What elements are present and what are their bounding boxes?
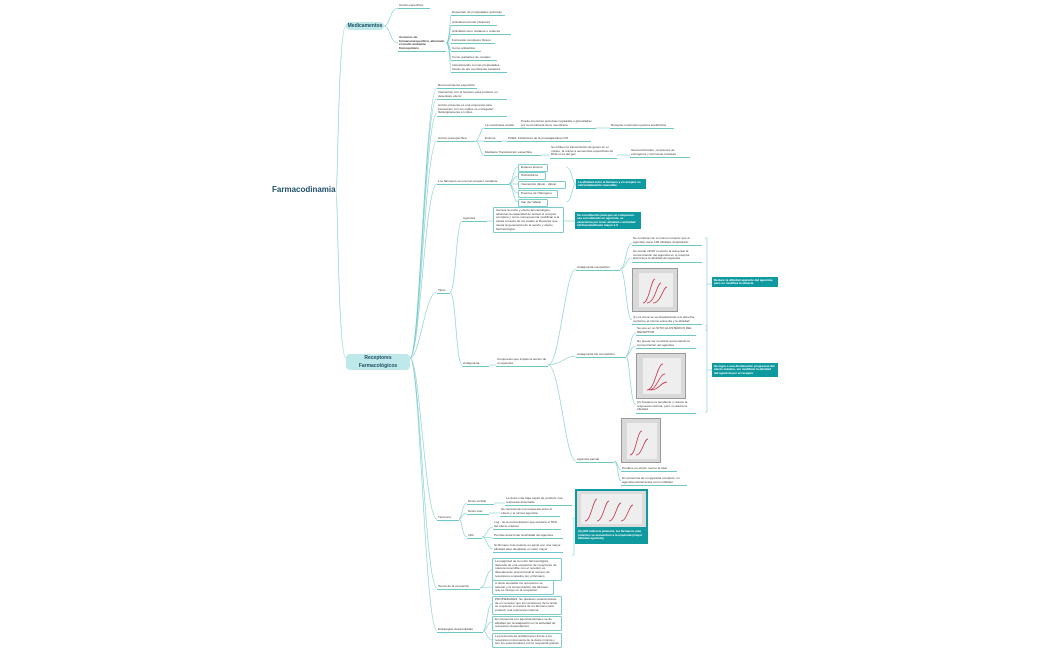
node-competitivo[interactable]: Antagonista competitivo — [576, 265, 620, 272]
node-competitivo-note[interactable]: Reduce la afinidad aparente del agonista… — [712, 277, 778, 288]
node-med-item-0[interactable]: Dependen de propiedades químicas — [451, 10, 505, 17]
pd2-graph-container: (3) pD2 indica la potencia, los fármacos… — [575, 489, 648, 544]
node-med-item-1[interactable]: Actividad osmolar (diuresis) — [451, 20, 497, 27]
node-pd2-note: (3) pD2 indica la potencia, los fármacos… — [578, 529, 643, 541]
node-med-item-6[interactable]: Interactuando con las propiedades física… — [451, 63, 507, 73]
node-agonista-text[interactable]: Genera la unión y efecto farmacológico, … — [493, 207, 564, 234]
graph-image-parcial — [621, 418, 661, 463]
node-competitivo-item-1[interactable]: Se puede inhibir el efecto al aumentar l… — [632, 249, 702, 263]
node-enzima[interactable]: Enzima — [484, 136, 502, 143]
node-tipos[interactable]: Tipos — [437, 288, 450, 295]
node-union-item-2[interactable]: Interacción dipolo - dipolo — [518, 181, 566, 189]
node-estrategias-item-0[interactable]: PROPIEDADES: Se plantean características… — [492, 596, 562, 615]
node-no-competitivo-item-2[interactable]: (2) Sostiene la pendiente y reduce la re… — [636, 400, 696, 414]
node-teoria-item-1[interactable]: A dosis elevadas los receptores se satur… — [492, 580, 554, 596]
node-no-competitivo-item-0[interactable]: Se une en un SITIO ALOSTÉRICO DEL RECEPT… — [636, 326, 696, 336]
node-union-item-4[interactable]: Van der Waals — [518, 199, 548, 207]
node-no-competitivo-note[interactable]: Se logra o una disminución progresiva de… — [712, 363, 778, 377]
node-interaccion[interactable]: Interacción con el fármaco para producir… — [437, 90, 507, 100]
node-union-note[interactable]: La afinidad entre el fármaco y el recept… — [576, 179, 646, 190]
node-dosis-max[interactable]: Dosis máx — [467, 509, 489, 516]
node-pd2-item-0[interactable]: Log - de la concentración que produce el… — [493, 520, 561, 530]
node-parcial-item-0[interactable]: Produce un efecto menor al total — [621, 466, 677, 473]
node-transduccion[interactable]: Mediante Transducción específica — [484, 150, 541, 157]
node-accion-enzima[interactable]: Acción presente es una respuesta para in… — [437, 103, 507, 117]
main-branch-medicamentos[interactable]: Medicamentos — [346, 22, 384, 30]
node-enzima-text[interactable]: PGE2: inhibidores de la prostaglandina G… — [507, 136, 591, 143]
node-dosis-max-text[interactable]: Se representa una respuesta entre el efe… — [500, 507, 560, 517]
node-dosis-umbral-text[interactable]: La dosis más baja capaz de producir una … — [505, 496, 572, 506]
node-pd2-item-1[interactable]: Permite determinar la afinidad del agoni… — [493, 533, 563, 540]
node-union[interactable]: Los fármacos se unen al receptor mediant… — [437, 179, 509, 186]
node-membrana-text[interactable]: Puede encontrar proteínas reguladas o gl… — [520, 119, 596, 129]
node-accion-especifica[interactable]: Acción específica — [398, 3, 430, 10]
node-union-item-0[interactable]: Enlaces iónicos — [518, 164, 548, 172]
node-agonista-parcial[interactable]: Agonista parcial — [576, 457, 614, 464]
node-antagonista-text[interactable]: Compuesto que impide la acción de un ago… — [496, 357, 548, 367]
node-med-item-5[interactable]: Como quelantes de metales — [451, 55, 497, 62]
node-accion-inespecifica[interactable]: Acciones de farmacoinespecífica, alteran… — [398, 35, 446, 53]
node-accion-preespecifica[interactable]: Acción preespecífica — [437, 136, 475, 143]
graph-image-pd2 — [577, 491, 646, 527]
node-no-competitivo-item-1[interactable]: No puede ser revertido aumentando la con… — [636, 339, 696, 349]
node-agonista[interactable]: Agonista — [462, 216, 487, 223]
node-union-item-1[interactable]: Hidrofóbicos — [518, 172, 546, 180]
node-no-competitivo[interactable]: Antagonista No competitivo — [576, 352, 626, 359]
node-med-item-4[interactable]: Como antiácidos — [451, 46, 481, 53]
node-teoria[interactable]: Teoría de la ocupación — [437, 584, 480, 591]
node-transduccion-sub[interactable]: Glucocorticoides, receptores de estrógen… — [630, 148, 690, 158]
node-reconocimiento[interactable]: Reconocimiento específico — [437, 83, 477, 90]
node-membrana[interactable]: La membrana celular — [484, 123, 521, 130]
main-branch-receptores[interactable]: Receptores Farmacológicos — [346, 354, 410, 370]
node-med-item-3[interactable]: Formando complejos físicos — [451, 38, 495, 45]
node-competitivo-item-0[interactable]: Se combina con el mismo receptor que el … — [632, 236, 702, 246]
node-competitivo-item-2[interactable]: (1) La curva se va desplazando a la dere… — [632, 315, 702, 325]
node-antagonista[interactable]: Antagonista — [462, 361, 489, 368]
node-med-item-2[interactable]: Actividad como oxidante o reductor — [451, 29, 511, 36]
node-dosis-umbral[interactable]: Dosis umbral — [467, 499, 494, 506]
node-estrategias[interactable]: Estrategias desarrolladas — [437, 627, 483, 634]
node-pd2-item-2[interactable]: Si fármaco más potente es aquel con una … — [493, 543, 563, 553]
node-parcial-item-1[interactable]: En presencia de un agonista completo, un… — [621, 476, 687, 486]
node-estrategias-item-2[interactable]: La presencia de antífármacos frente a lo… — [492, 633, 562, 649]
node-estrategias-item-1[interactable]: En presencia con agonista fármaco se de … — [492, 616, 562, 632]
graph-image-no-competitivo — [636, 353, 686, 399]
node-teoria-item-0[interactable]: La magnitud de la unión farmacológica de… — [492, 558, 562, 581]
node-terminos[interactable]: Términos — [437, 515, 459, 522]
node-membrana-sub[interactable]: Receptor ionotrópico para la acetilcolin… — [610, 123, 674, 130]
node-union-item-3[interactable]: Puentes de Hidrógeno — [518, 190, 558, 198]
root-topic[interactable]: Farmacodinamia — [272, 185, 336, 194]
node-transduccion-text[interactable]: Se inhiben la transcripción de genes en … — [550, 145, 617, 159]
graph-image-competitivo — [632, 268, 678, 312]
node-agonista-note[interactable]: Su constitución para que un compuesto se… — [575, 212, 641, 230]
node-pd2[interactable]: pD2 — [467, 533, 482, 540]
